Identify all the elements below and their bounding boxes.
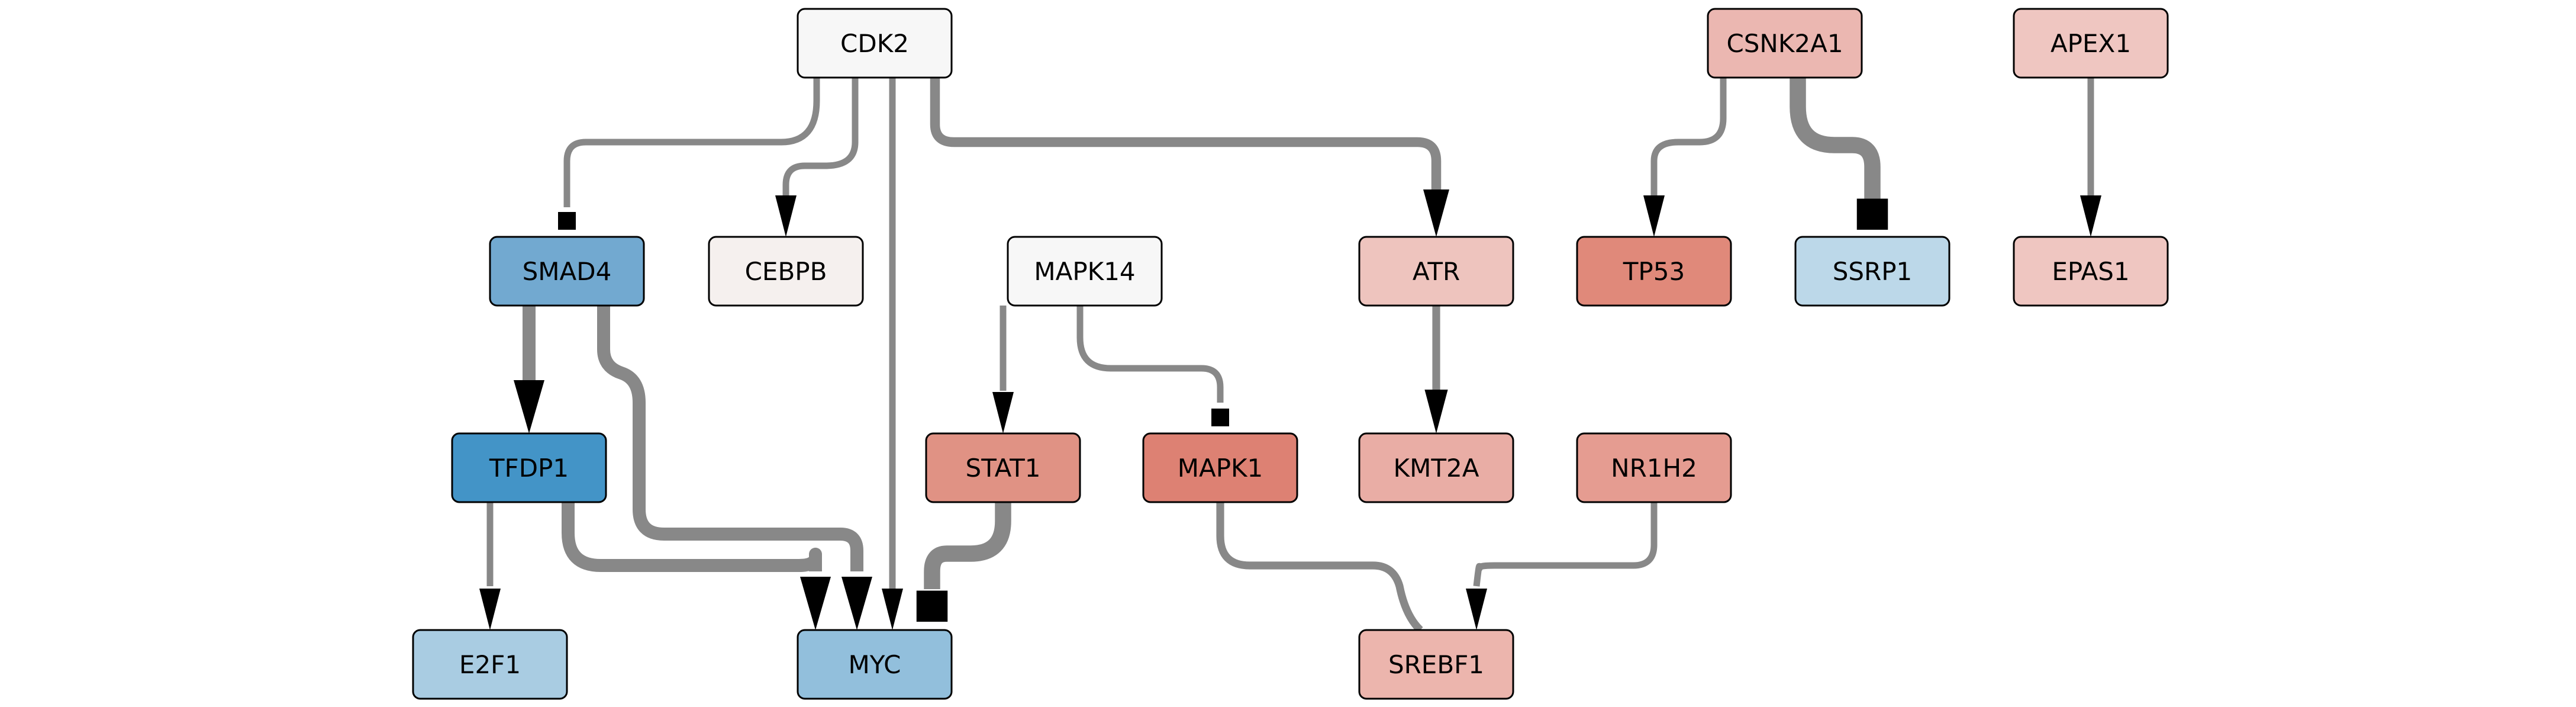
node-label: CEBPB (745, 257, 827, 286)
edge-mapk14-to-mapk1 (1076, 306, 1224, 403)
node-epas1[interactable]: EPAS1 (2013, 236, 2169, 307)
node-box (1358, 432, 1514, 503)
node-nr1h2[interactable]: NR1H2 (1576, 432, 1732, 503)
node-stat1[interactable]: STAT1 (925, 432, 1081, 503)
node-label: CSNK2A1 (1726, 29, 1843, 58)
edge-stat1-to-myc (924, 502, 1011, 589)
node-myc[interactable]: MYC (797, 629, 953, 700)
arrowhead-epas1 (2080, 195, 2101, 237)
edge-heads-layer (479, 189, 2101, 630)
arrowhead-myc (800, 577, 831, 630)
node-box (708, 236, 864, 307)
node-kmt2a[interactable]: KMT2A (1358, 432, 1514, 503)
node-label: CDK2 (840, 29, 909, 58)
inhibition-bar-myc (916, 590, 948, 622)
edge-tfdp1-to-myc (562, 502, 822, 572)
node-label: SREBF1 (1388, 650, 1484, 679)
node-label: KMT2A (1394, 454, 1479, 483)
node-label: MAPK1 (1178, 454, 1263, 483)
arrowhead-kmt2a (1424, 390, 1448, 433)
edge-cdk2-to-cebpb (782, 78, 859, 195)
node-label: TFDP1 (489, 454, 569, 483)
node-tfdp1[interactable]: TFDP1 (451, 432, 607, 503)
arrowhead-myc (842, 577, 872, 630)
node-label: MAPK14 (1034, 257, 1135, 286)
edge-cdk2-to-atr (930, 78, 1442, 195)
node-srebf1[interactable]: SREBF1 (1358, 629, 1514, 700)
node-box (1576, 432, 1732, 503)
node-box (1358, 236, 1514, 307)
node-label: TP53 (1623, 257, 1685, 286)
arrowhead-srebf1 (1466, 589, 1487, 630)
node-csnk2a1[interactable]: CSNK2A1 (1707, 8, 1863, 79)
node-cdk2[interactable]: CDK2 (797, 8, 953, 79)
arrowhead-stat1 (992, 392, 1014, 433)
node-box (1794, 236, 1950, 307)
node-box (2013, 236, 2169, 307)
node-box (412, 629, 568, 700)
node-label: APEX1 (2051, 29, 2131, 58)
node-box (1576, 236, 1732, 307)
edge-csnk2a1-to-ssrp1 (1790, 78, 1881, 201)
node-box (1358, 629, 1514, 700)
node-label: EPAS1 (2052, 257, 2129, 286)
node-label: E2F1 (459, 650, 521, 679)
edge-cdk2-to-smad4 (563, 78, 820, 207)
node-cebpb[interactable]: CEBPB (708, 236, 864, 307)
node-label: STAT1 (966, 454, 1041, 483)
arrowhead-myc (882, 589, 903, 630)
node-label: SSRP1 (1833, 257, 1913, 286)
arrowhead-e2f1 (479, 589, 501, 630)
edge-mapk1-to-srebf1 (1216, 502, 1423, 633)
node-box (1007, 236, 1163, 307)
edges-layer (486, 78, 2094, 633)
node-label: NR1H2 (1611, 454, 1697, 483)
node-atr[interactable]: ATR (1358, 236, 1514, 307)
node-tp53[interactable]: TP53 (1576, 236, 1732, 307)
node-mapk1[interactable]: MAPK1 (1142, 432, 1298, 503)
node-ssrp1[interactable]: SSRP1 (1794, 236, 1950, 307)
node-box (1707, 8, 1863, 79)
node-box (2013, 8, 2169, 79)
node-label: MYC (849, 650, 901, 679)
arrowhead-tfdp1 (514, 380, 544, 433)
edge-smad4-to-myc (597, 306, 863, 571)
node-box (451, 432, 607, 503)
node-box (925, 432, 1081, 503)
arrowhead-cebpb (775, 195, 797, 237)
node-mapk14[interactable]: MAPK14 (1007, 236, 1163, 307)
edge-csnk2a1-to-tp53 (1650, 78, 1727, 195)
node-e2f1[interactable]: E2F1 (412, 629, 568, 700)
inhibition-bar-mapk1 (1211, 409, 1229, 426)
node-label: SMAD4 (523, 257, 612, 286)
node-box (797, 629, 953, 700)
node-box (1142, 432, 1298, 503)
node-smad4[interactable]: SMAD4 (489, 236, 645, 307)
node-box (489, 236, 645, 307)
inhibition-bar-smad4 (558, 212, 576, 230)
edge-nr1h2-to-srebf1 (1473, 502, 1658, 587)
node-box (797, 8, 953, 79)
arrowhead-tp53 (1643, 195, 1665, 237)
arrowhead-atr (1423, 189, 1449, 237)
node-apex1[interactable]: APEX1 (2013, 8, 2169, 79)
inhibition-bar-ssrp1 (1856, 198, 1888, 230)
node-label: ATR (1413, 257, 1460, 286)
